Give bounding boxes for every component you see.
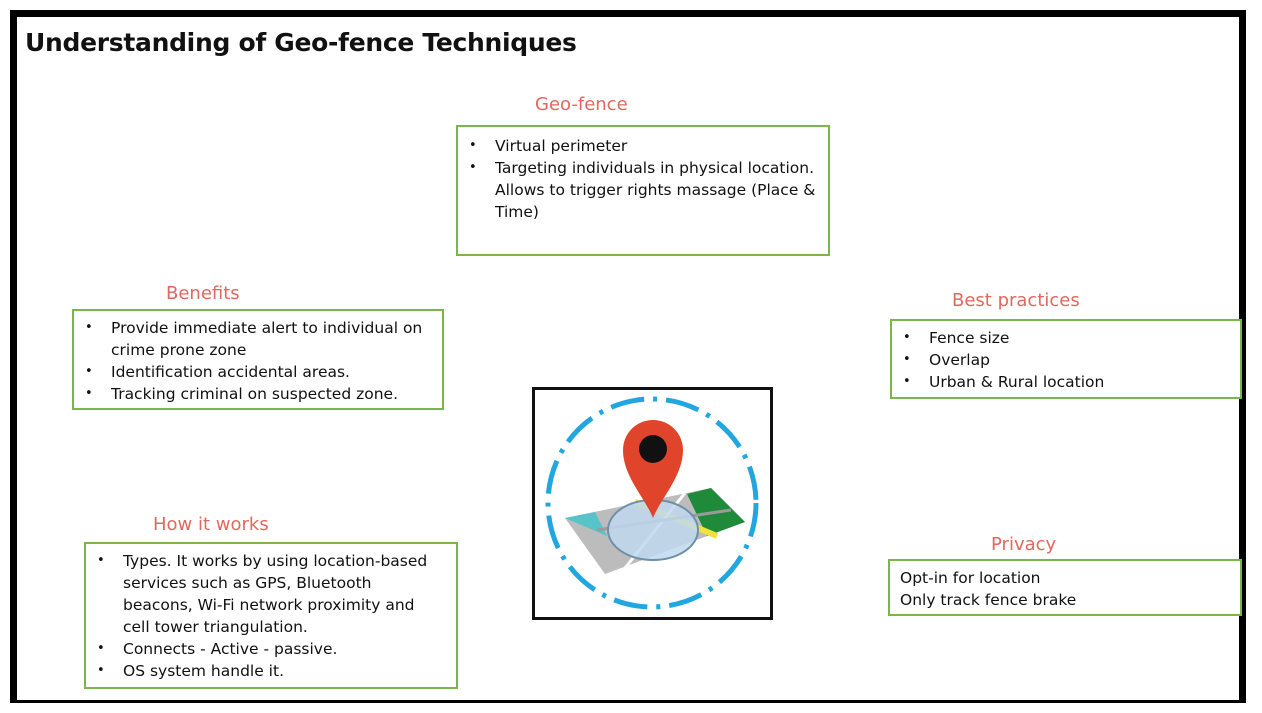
map-pin (623, 420, 683, 518)
list-item: Connects - Active - passive. (86, 638, 446, 660)
benefits-heading: Benefits (166, 283, 240, 304)
best-practices-list: Fence size Overlap Urban & Rural locatio… (892, 327, 1240, 393)
list-item: Urban & Rural location (892, 371, 1240, 393)
map-pin-dot (639, 435, 667, 463)
geofence-map-pin-icon (545, 396, 759, 610)
dashed-fence-ring (545, 396, 759, 610)
geofence-illustration (532, 387, 773, 620)
list-item: Virtual perimeter (458, 135, 818, 157)
how-it-works-list: Types. It works by using location-based … (86, 550, 446, 682)
privacy-box: Opt-in for location Only track fence bra… (888, 559, 1242, 616)
geofence-box: Virtual perimeter Targeting individuals … (456, 125, 830, 256)
how-it-works-heading: How it works (153, 514, 269, 535)
list-item: Tracking criminal on suspected zone. (74, 383, 432, 405)
geofence-list: Virtual perimeter Targeting individuals … (458, 135, 818, 223)
privacy-heading: Privacy (991, 534, 1057, 555)
list-item: Fence size (892, 327, 1240, 349)
how-it-works-box: Types. It works by using location-based … (84, 542, 458, 689)
benefits-box: Provide immediate alert to individual on… (72, 309, 444, 410)
page-title: Understanding of Geo-fence Techniques (25, 28, 577, 57)
list-item: Provide immediate alert to individual on… (74, 317, 432, 361)
privacy-line: Only track fence brake (900, 591, 1077, 609)
list-item: Targeting individuals in physical locati… (458, 157, 818, 223)
best-practices-heading: Best practices (952, 290, 1080, 311)
list-item: OS system handle it. (86, 660, 446, 682)
best-practices-box: Fence size Overlap Urban & Rural locatio… (890, 319, 1242, 399)
map-water (565, 512, 607, 536)
benefits-list: Provide immediate alert to individual on… (74, 317, 432, 405)
privacy-line: Opt-in for location (900, 569, 1041, 587)
list-item: Identification accidental areas. (74, 361, 432, 383)
list-item: Types. It works by using location-based … (86, 550, 446, 638)
list-item: Overlap (892, 349, 1240, 371)
geofence-heading: Geo-fence (535, 94, 628, 115)
